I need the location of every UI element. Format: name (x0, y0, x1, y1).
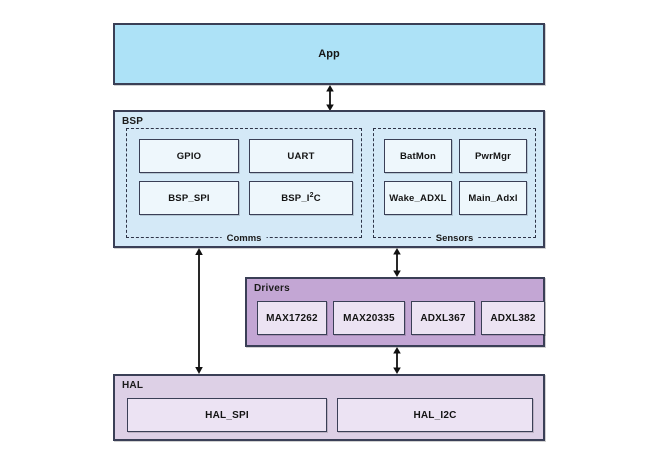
arrow-bsp-to-hal (195, 248, 203, 374)
module-adxl367-label: ADXL367 (420, 312, 466, 324)
module-adxl382-label: ADXL382 (490, 312, 536, 324)
module-hal-spi-label: HAL_SPI (205, 409, 249, 421)
module-adxl367[interactable]: ADXL367 (411, 301, 475, 335)
module-gpio[interactable]: GPIO (139, 139, 239, 173)
arrow-bsp-to-drivers (393, 248, 401, 277)
module-max17262-label: MAX17262 (266, 312, 318, 324)
module-batmon[interactable]: BatMon (384, 139, 452, 173)
drivers-layer-label: Drivers (254, 283, 290, 294)
module-main-adxl-label: Main_Adxl (468, 192, 518, 204)
module-hal-i2c-label: HAL_I2C (413, 409, 457, 421)
module-bsp-spi-label: BSP_SPI (168, 192, 210, 204)
bsp-layer-label: BSP (122, 116, 144, 127)
comms-group: GPIO UART BSP_SPI BSP_I2C Comms (126, 128, 362, 244)
module-hal-i2c[interactable]: HAL_I2C (337, 398, 533, 432)
module-bsp-spi[interactable]: BSP_SPI (139, 181, 239, 215)
app-layer-label: App (318, 48, 340, 60)
module-wake-adxl-label: Wake_ADXL (389, 192, 447, 204)
drivers-layer-box[interactable]: Drivers MAX17262 MAX20335 ADXL367 ADXL38… (245, 277, 545, 347)
bsp-layer-box[interactable]: BSP GPIO UART BSP_SPI BSP_I2C Comms BatM… (113, 110, 545, 248)
module-uart[interactable]: UART (249, 139, 353, 173)
sensors-group-label: Sensors (430, 233, 479, 244)
hal-layer-box[interactable]: HAL HAL_SPI HAL_I2C (113, 374, 545, 441)
module-bsp-i2c-label: BSP_I2C (281, 191, 321, 204)
module-hal-spi[interactable]: HAL_SPI (127, 398, 327, 432)
module-pwrmgr[interactable]: PwrMgr (459, 139, 527, 173)
module-bsp-i2c[interactable]: BSP_I2C (249, 181, 353, 215)
app-layer-box[interactable]: App (113, 23, 545, 85)
module-batmon-label: BatMon (399, 150, 437, 162)
sensors-group: BatMon PwrMgr Wake_ADXL Main_Adxl Sensor… (373, 128, 536, 244)
module-max17262[interactable]: MAX17262 (257, 301, 327, 335)
arrow-app-to-bsp (326, 85, 334, 111)
module-pwrmgr-label: PwrMgr (474, 150, 512, 162)
module-uart-label: UART (287, 150, 315, 162)
module-wake-adxl[interactable]: Wake_ADXL (384, 181, 452, 215)
hal-layer-label: HAL (122, 380, 144, 391)
module-gpio-label: GPIO (176, 150, 202, 162)
module-max20335-label: MAX20335 (343, 312, 395, 324)
module-main-adxl[interactable]: Main_Adxl (459, 181, 527, 215)
comms-group-label: Comms (221, 233, 267, 244)
module-adxl382[interactable]: ADXL382 (481, 301, 545, 335)
module-max20335[interactable]: MAX20335 (333, 301, 405, 335)
arrow-drivers-to-hal (393, 347, 401, 374)
